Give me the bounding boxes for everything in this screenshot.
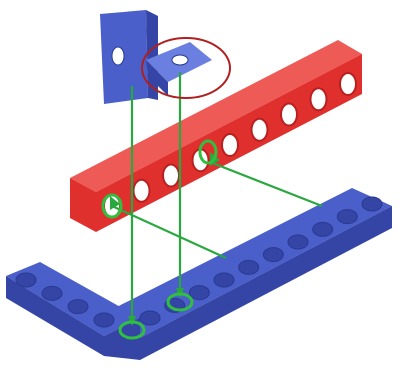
ring-red-left xyxy=(101,193,123,219)
bracket-horizontal-side xyxy=(146,60,168,96)
ring-red-right xyxy=(198,139,218,165)
red-beam-hole xyxy=(280,102,298,127)
red-beam-hole xyxy=(221,133,239,157)
red-straight-beam xyxy=(70,40,362,232)
red-beam-hole xyxy=(162,163,180,188)
red-beam-hole xyxy=(132,178,151,203)
blue-frame-long-arm-side xyxy=(136,206,392,360)
guide-line-red-left-hole xyxy=(111,204,227,260)
blue-frame-hole xyxy=(93,312,115,328)
bracket-pin xyxy=(171,54,189,66)
blue-frame-hole xyxy=(67,299,89,315)
blue-frame-hole xyxy=(312,221,334,237)
blue-frame-hole xyxy=(262,247,284,263)
red-beam-front xyxy=(70,178,96,232)
blue-frame-hole xyxy=(15,272,37,288)
blue-frame-hole xyxy=(361,196,383,212)
guide-arrowhead-3 xyxy=(110,196,120,210)
callout-pin-detail xyxy=(141,37,231,99)
ring-frame-right xyxy=(166,292,194,312)
blue-frame-corner-side xyxy=(104,318,140,360)
guide-line-red-right-hole xyxy=(209,160,323,208)
ring-frame-left xyxy=(118,320,146,340)
highlight-rings xyxy=(101,139,218,340)
red-beam-hole xyxy=(309,87,328,112)
blue-l-frame xyxy=(6,188,392,360)
blue-frame-hole xyxy=(238,259,260,275)
blue-angle-bracket xyxy=(100,10,212,104)
blue-frame-short-arm-side xyxy=(6,276,104,356)
red-beam-hole xyxy=(250,117,269,142)
red-beam-hole xyxy=(339,72,357,96)
blue-frame-hole xyxy=(41,285,63,301)
red-beam-holes xyxy=(103,72,357,218)
blue-frame-holes xyxy=(15,196,383,328)
blue-frame-hole xyxy=(287,234,309,250)
blue-frame-hole xyxy=(213,272,235,288)
red-beam-top xyxy=(70,40,362,192)
blue-frame-hole xyxy=(336,209,358,225)
bracket-hole xyxy=(111,46,125,66)
blue-frame-hole xyxy=(188,285,210,301)
guide-lines xyxy=(110,72,323,326)
blue-frame-hole xyxy=(139,310,161,326)
